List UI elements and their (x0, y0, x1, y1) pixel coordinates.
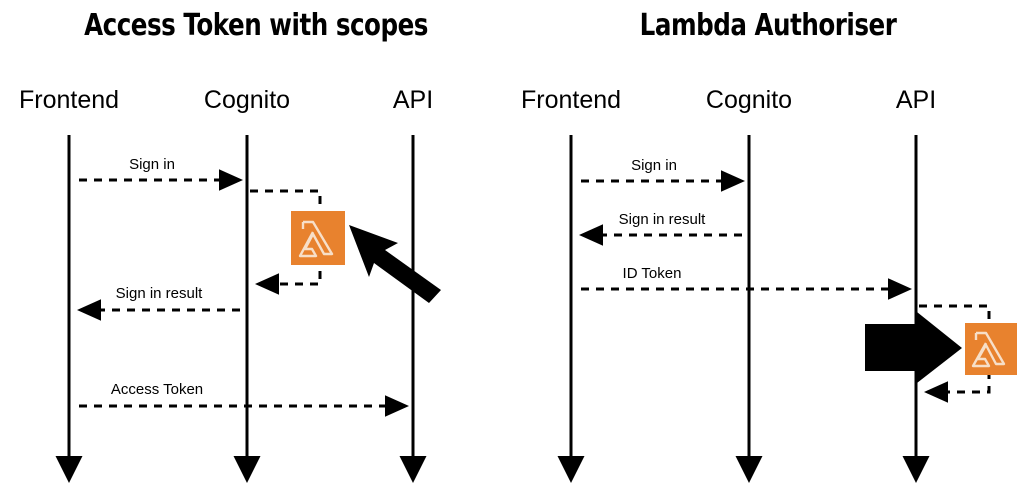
diagram-canvas-right (557, 135, 1017, 483)
actor-label-api-left: API (392, 86, 434, 114)
actor-label-cognito-right: Cognito (705, 86, 793, 114)
aws-lambda-icon-right (965, 323, 1017, 375)
panel-lambda-authoriser: Lambda Authoriser Frontend Cognito API (512, 0, 1024, 485)
diagram-canvas-left (55, 135, 441, 483)
aws-lambda-icon-left (291, 211, 345, 265)
actor-label-frontend-left: Frontend (18, 86, 120, 114)
self-loop-cognito-left (250, 189, 322, 295)
actor-label-api-right: API (895, 86, 937, 114)
panel-access-token-with-scopes: Access Token with scopes Frontend Cognit… (18, 8, 441, 483)
message-label-id-token-right: ID Token (622, 265, 682, 282)
message-label-sign-in-result-left: Sign in result (115, 285, 203, 302)
message-label-sign-in-result-right: Sign in result (618, 211, 706, 228)
message-label-sign-in-left: Sign in (129, 156, 175, 173)
callout-arrow-left (349, 225, 441, 303)
message-label-sign-in-right: Sign in (631, 157, 677, 174)
panel-title-left: Access Token with scopes (84, 8, 428, 43)
message-label-access-token-left: Access Token (110, 381, 204, 398)
callout-arrow-right (865, 312, 962, 383)
actor-label-cognito-left: Cognito (203, 86, 291, 114)
panel-title-right: Lambda Authoriser (639, 8, 897, 43)
actor-label-frontend-right: Frontend (520, 86, 622, 114)
